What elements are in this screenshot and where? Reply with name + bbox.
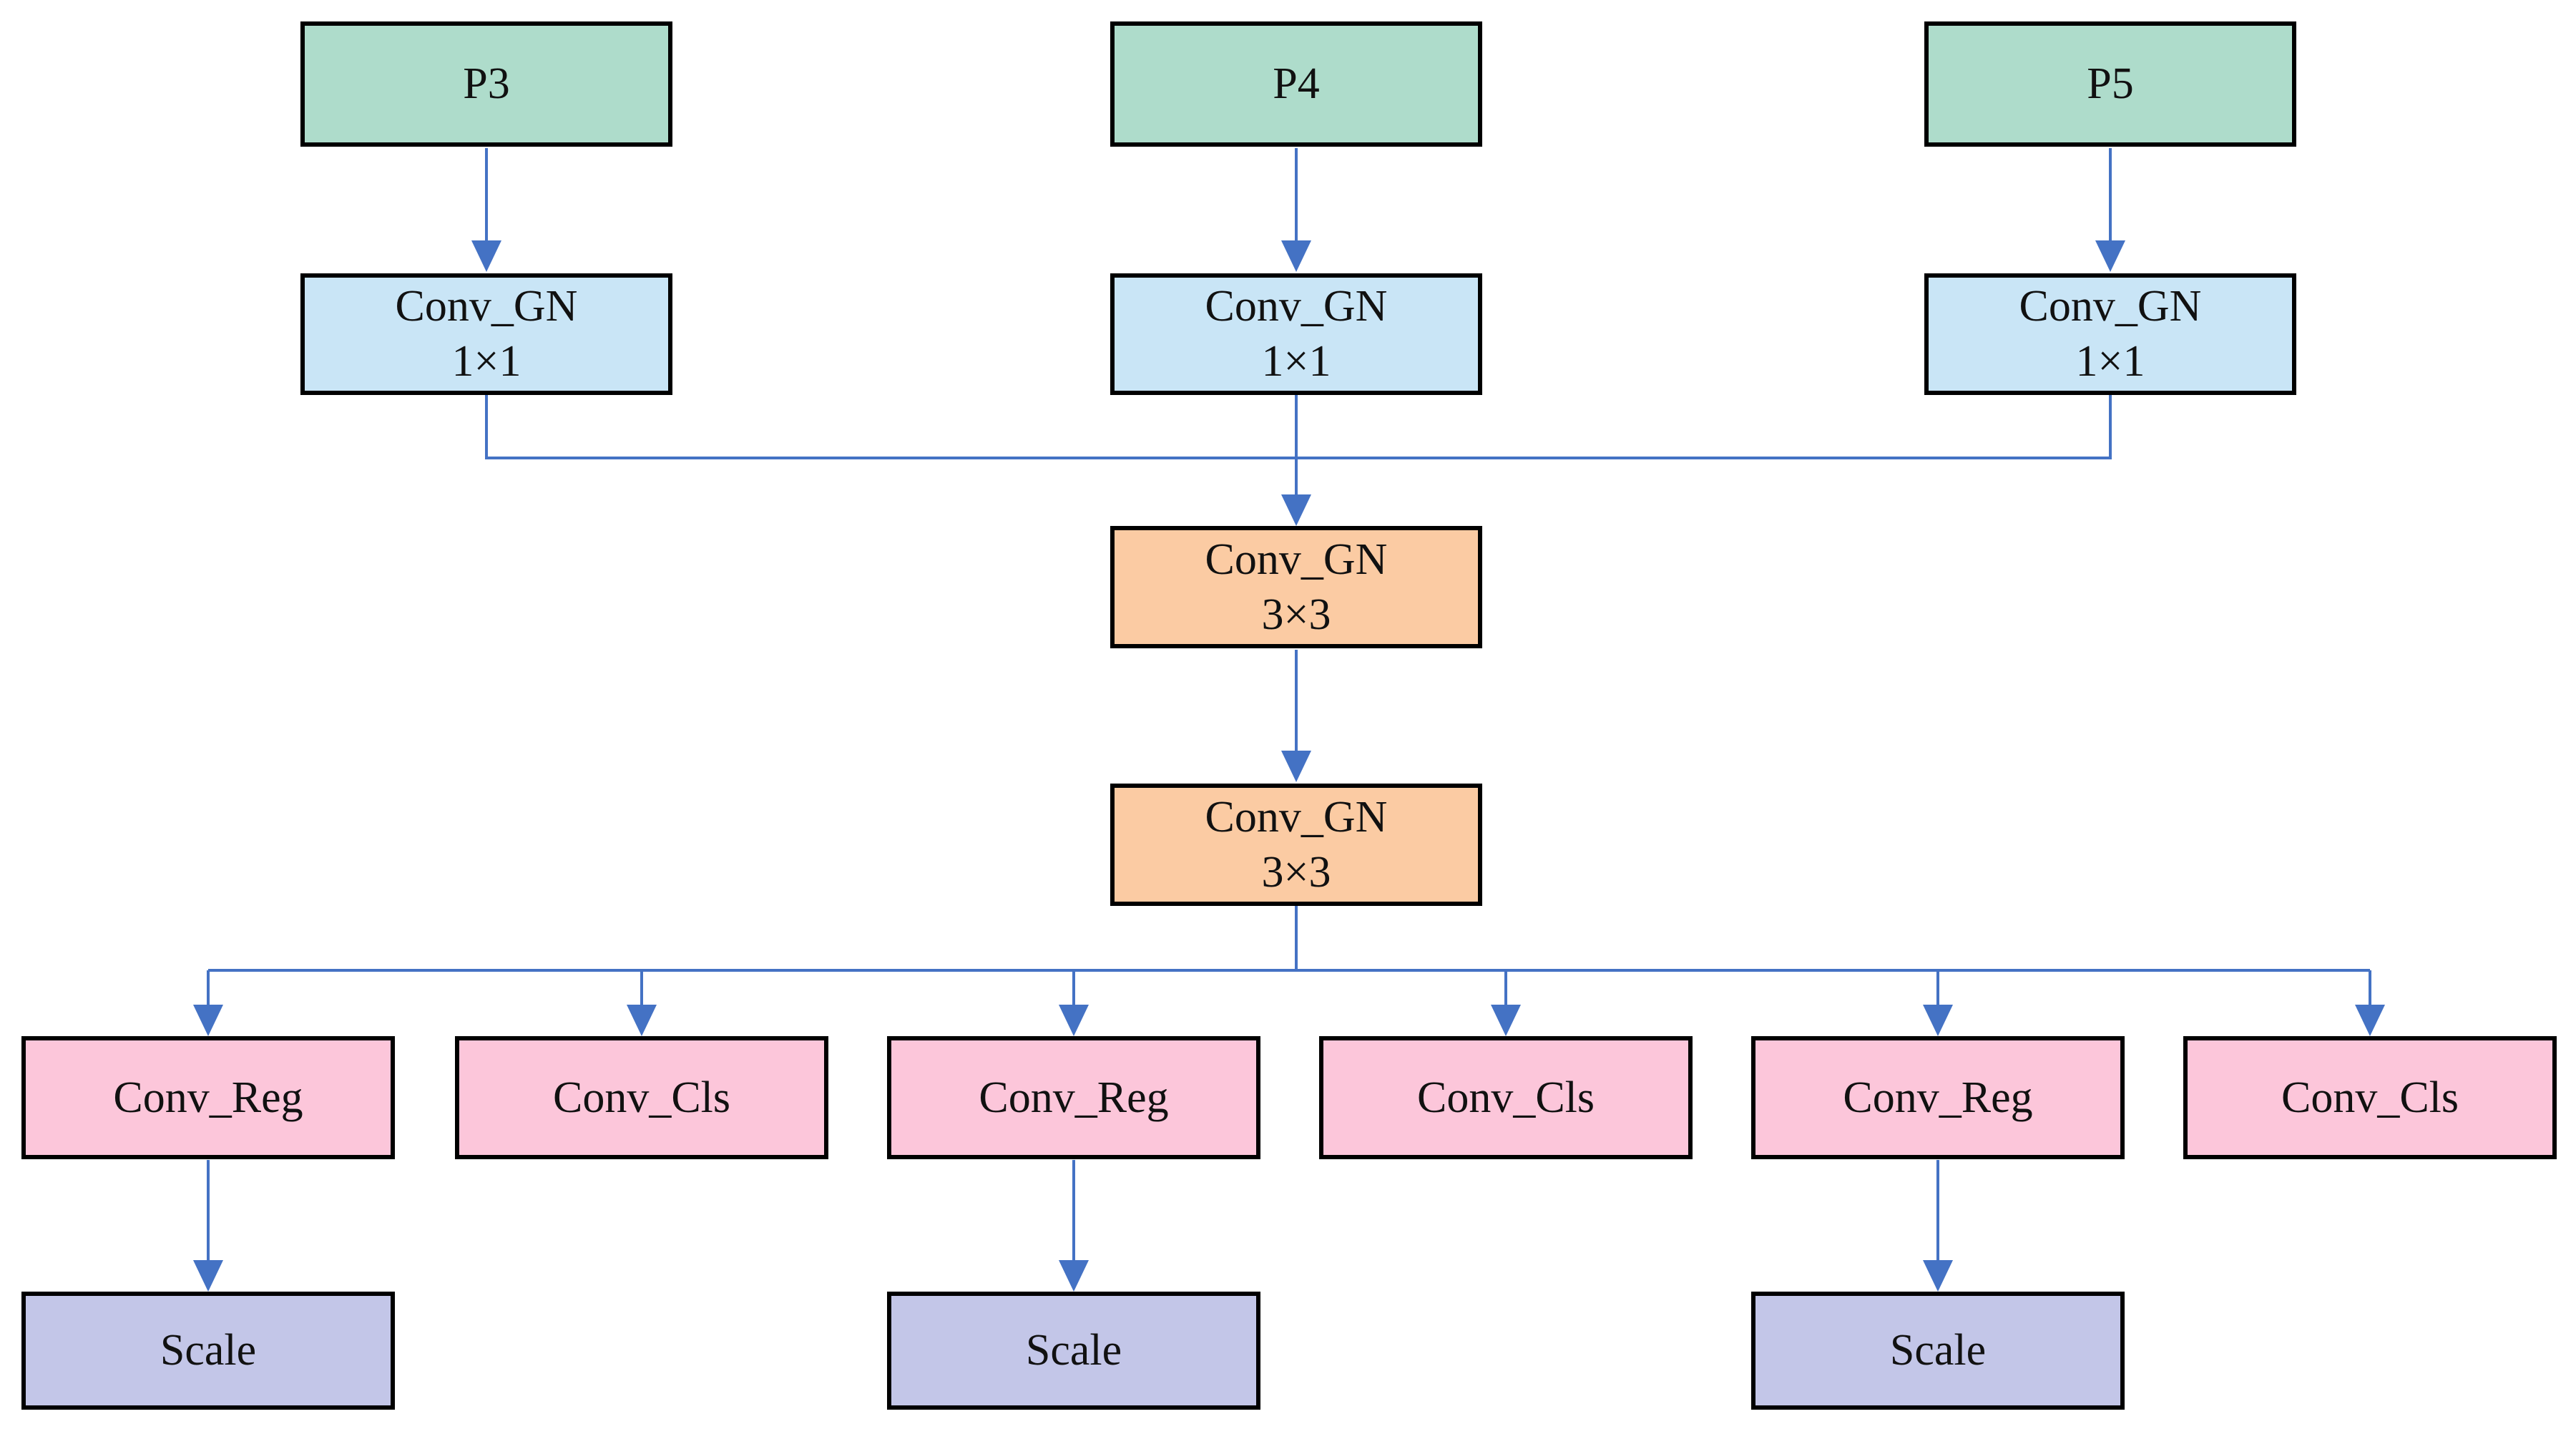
node-label: Conv_Cls <box>552 1073 731 1122</box>
node-label-line1: Conv_GN <box>1205 535 1388 584</box>
scale-node-2: Scale <box>887 1292 1260 1410</box>
node-label: P4 <box>1273 59 1320 109</box>
conv-cls-node-3: Conv_Cls <box>2183 1036 2557 1159</box>
node-label: Conv_Reg <box>1843 1073 2033 1122</box>
conv-gn-1x1-node-1: Conv_GN 1×1 <box>300 273 672 395</box>
arrow-to-conv-cls-3 <box>2355 970 2385 1036</box>
conv-reg-node-3: Conv_Reg <box>1751 1036 2125 1159</box>
conv-reg-node-2: Conv_Reg <box>887 1036 1260 1159</box>
node-label-line2: 1×1 <box>2075 337 2145 386</box>
node-label: Conv_Cls <box>2281 1073 2459 1122</box>
arrow-conv-reg-3-to-scale <box>1923 1160 1953 1292</box>
node-label: P5 <box>2087 59 2134 109</box>
arrow-to-conv-reg-1 <box>193 970 223 1036</box>
arrow-conv-reg-1-to-scale <box>193 1160 223 1292</box>
conv-gn-3x3-node-1: Conv_GN 3×3 <box>1110 526 1482 648</box>
node-label: Scale <box>1025 1326 1122 1375</box>
input-node-p5: P5 <box>1924 21 2296 147</box>
conv-cls-node-1: Conv_Cls <box>455 1036 828 1159</box>
merge-connector <box>485 395 2112 459</box>
conv-gn-1x1-node-3: Conv_GN 1×1 <box>1924 273 2296 395</box>
arrow-to-conv-cls-1 <box>627 970 657 1036</box>
arrow-p4-to-conv1x1 <box>1281 148 1311 272</box>
arrow-conv3x3-1-to-conv3x3-2 <box>1281 650 1311 782</box>
node-label-line2: 1×1 <box>451 337 521 386</box>
arrow-merge-to-conv3x3-1 <box>1281 395 1311 526</box>
input-node-p4: P4 <box>1110 21 1482 147</box>
node-label: Scale <box>160 1326 257 1375</box>
conv-reg-node-1: Conv_Reg <box>21 1036 395 1159</box>
node-label: Conv_Reg <box>113 1073 303 1122</box>
node-label-line1: Conv_GN <box>395 282 578 331</box>
arrow-to-conv-reg-2 <box>1059 970 1089 1036</box>
node-label: Conv_Cls <box>1416 1073 1595 1122</box>
conv-gn-3x3-node-2: Conv_GN 3×3 <box>1110 784 1482 906</box>
scale-node-3: Scale <box>1751 1292 2125 1410</box>
node-label: P3 <box>463 59 510 109</box>
node-label-line1: Conv_GN <box>1205 282 1388 331</box>
node-label-line2: 3×3 <box>1261 847 1331 897</box>
input-node-p3: P3 <box>300 21 672 147</box>
node-label-line2: 3×3 <box>1261 590 1331 639</box>
arrow-to-conv-cls-2 <box>1491 970 1521 1036</box>
node-label-line1: Conv_GN <box>2019 282 2202 331</box>
node-label: Scale <box>1889 1326 1987 1375</box>
node-label: Conv_Reg <box>979 1073 1169 1122</box>
arrow-p5-to-conv1x1 <box>2095 148 2125 272</box>
node-label-line2: 1×1 <box>1261 337 1331 386</box>
arrow-p3-to-conv1x1 <box>471 148 501 272</box>
node-label-line1: Conv_GN <box>1205 792 1388 842</box>
arrow-conv-reg-2-to-scale <box>1059 1160 1089 1292</box>
conv-cls-node-2: Conv_Cls <box>1319 1036 1693 1159</box>
conv-gn-1x1-node-2: Conv_GN 1×1 <box>1110 273 1482 395</box>
arrow-to-conv-reg-3 <box>1923 970 1953 1036</box>
scale-node-1: Scale <box>21 1292 395 1410</box>
